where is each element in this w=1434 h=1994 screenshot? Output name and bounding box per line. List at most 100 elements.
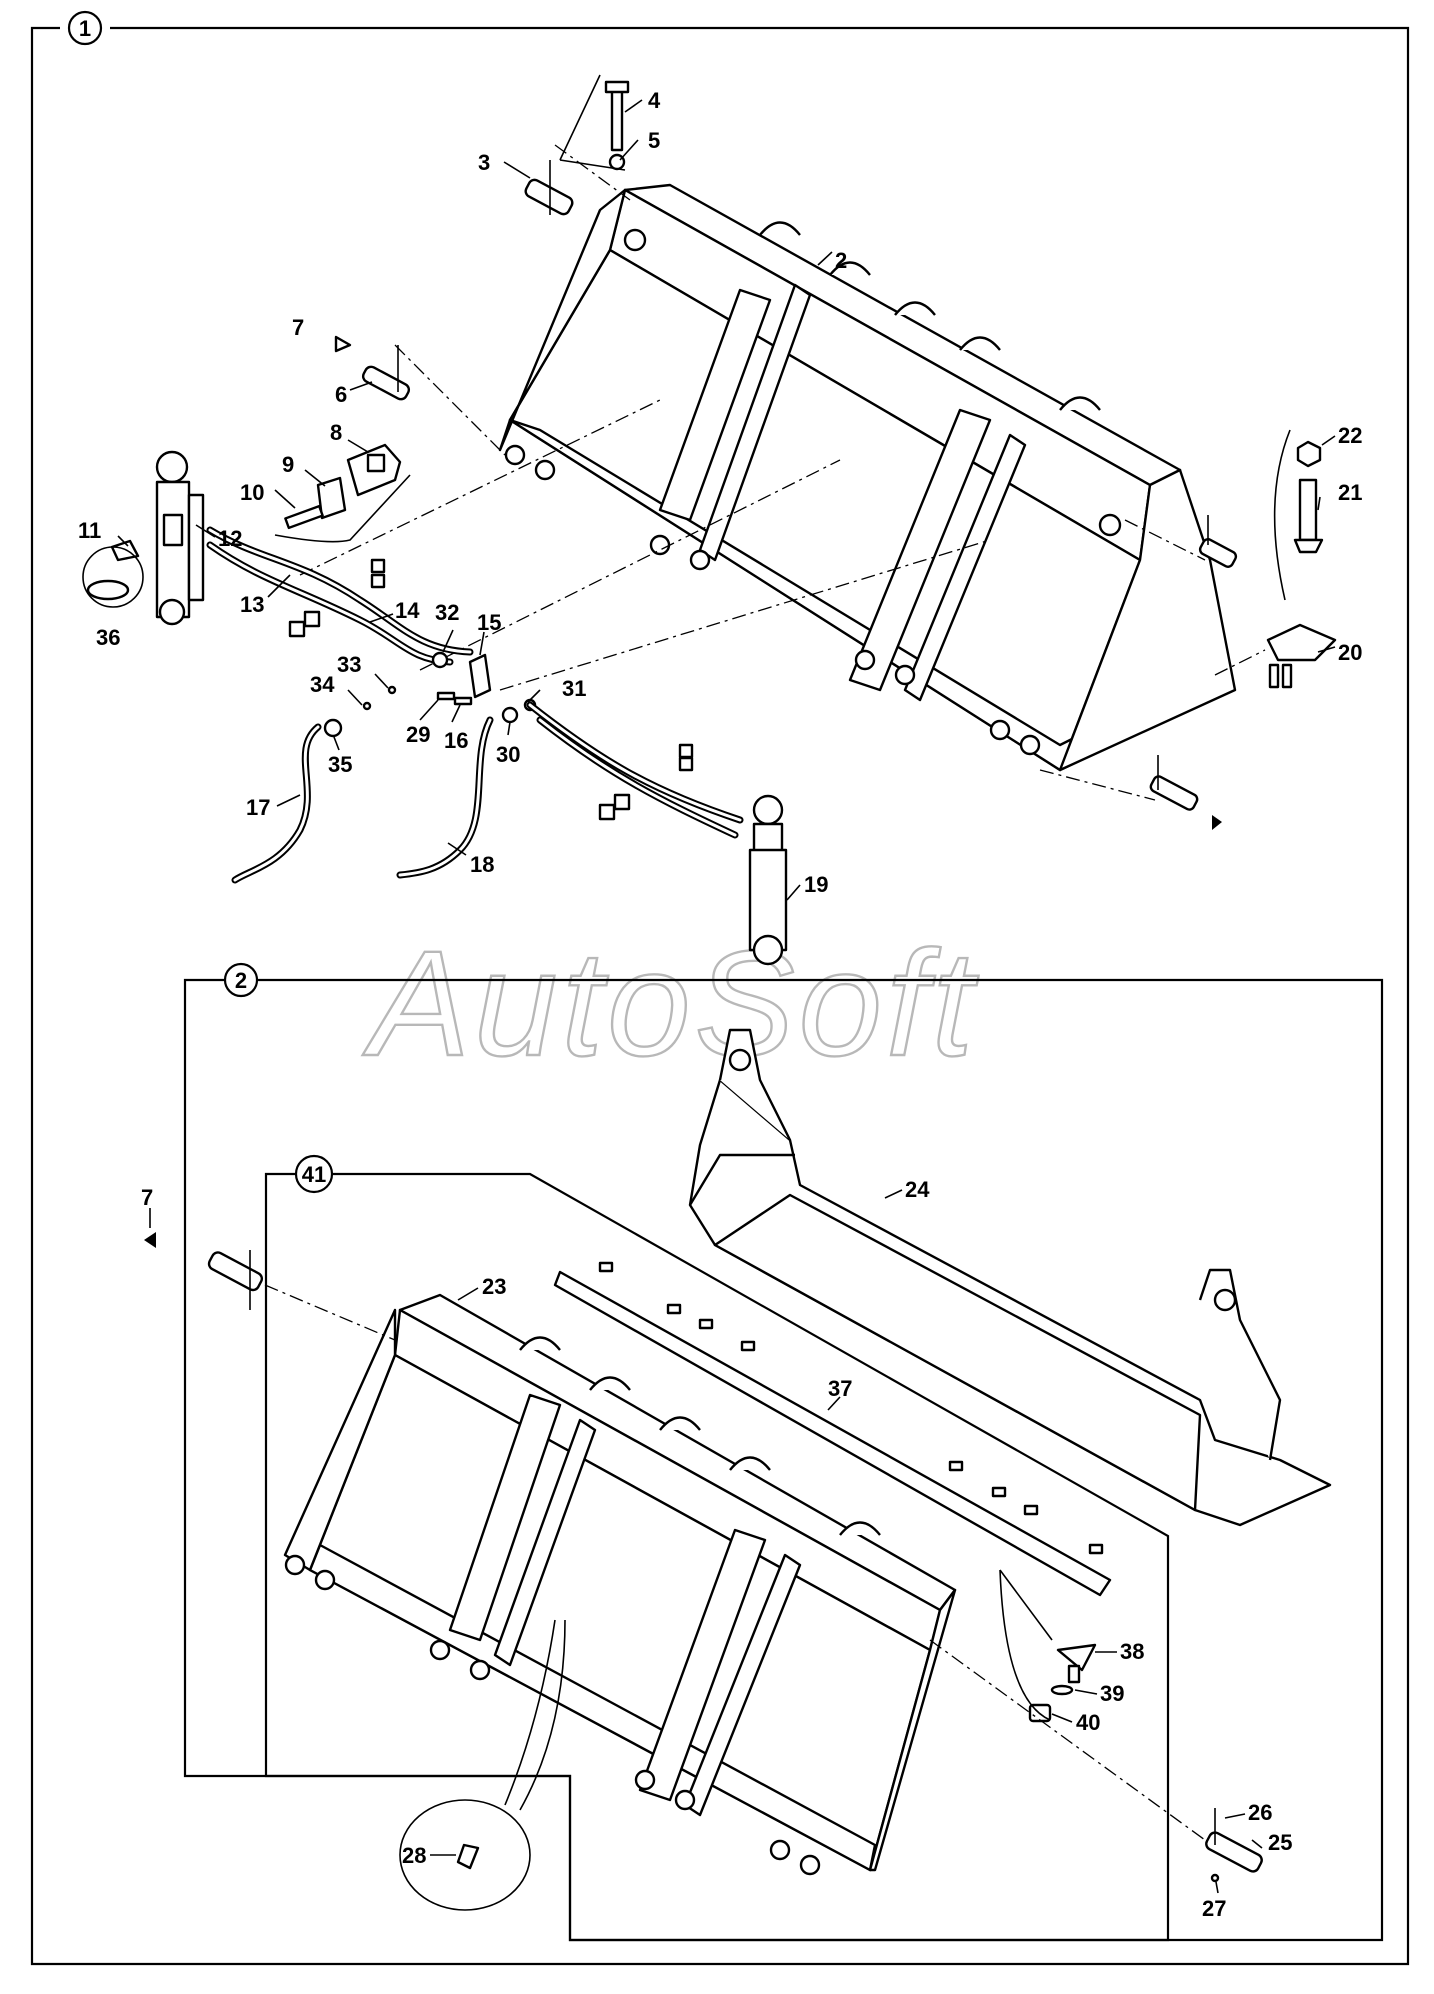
part-6-pin [361,345,411,401]
callout-22[interactable]: 22 [1338,423,1362,448]
part-21-bolt [1293,478,1324,554]
callout-4[interactable]: 4 [648,88,661,113]
callout-27[interactable]: 27 [1202,1896,1226,1921]
alignment-line-8 [1214,649,1266,676]
part-18-hose [396,716,494,879]
callout-29[interactable]: 29 [406,722,430,747]
part-24-bucket [688,1028,1332,1527]
alignment-line-9 [929,1639,1206,1841]
alignment-line-6 [1124,519,1206,561]
callout-34[interactable]: 34 [310,672,335,697]
callout-28[interactable]: 28 [402,1843,426,1868]
assembly-1-number: 1 [79,16,91,41]
part-19-cylinder [748,794,788,966]
leader-lines [117,99,1336,1894]
assembly-41-marker[interactable]: 41 [294,1154,334,1194]
part-7-marker-top [334,335,352,353]
part-27-washer [1210,1873,1220,1883]
callout-17[interactable]: 17 [246,795,270,820]
callout-25[interactable]: 25 [1268,1830,1292,1855]
detail-bracket-8-10 [274,474,411,543]
watermark-text: AutoSoft [362,919,979,1087]
callout-13[interactable]: 13 [240,592,264,617]
alignment-line-1 [394,344,506,456]
callout-2[interactable]: 2 [835,248,847,273]
callout-labels: 2 3 4 5 6 7 8 9 10 11 12 13 14 15 16 17 … [78,88,1362,1921]
callout-19[interactable]: 19 [804,872,828,897]
assembly-2-marker[interactable]: 2 [223,962,259,998]
part-38-bolt [1056,1643,1097,1684]
callout-26[interactable]: 26 [1248,1800,1272,1825]
callout-33[interactable]: 33 [337,652,361,677]
part-15-block [468,653,492,699]
part-20-tooth [1266,623,1337,689]
right-pin-upper [1198,515,1238,568]
detail-bracket-4-5 [559,74,626,171]
callout-15[interactable]: 15 [477,610,501,635]
part-30-fitting [501,706,519,724]
callout-40[interactable]: 40 [1076,1710,1100,1735]
part-2-bucket [498,183,1237,772]
part-32-fitting [431,651,449,669]
right-pin-lower [1149,755,1222,830]
alignment-line-3 [299,399,661,576]
part-28-detail [399,1619,566,1911]
assembly-1-frame [30,26,1410,1966]
callout-12[interactable]: 12 [218,526,242,551]
part-29-bolt [436,691,456,701]
callout-31[interactable]: 31 [562,676,586,701]
callout-16[interactable]: 16 [444,728,468,753]
callout-32[interactable]: 32 [435,600,459,625]
callout-37[interactable]: 37 [828,1376,852,1401]
assembly-2-number: 2 [235,968,247,993]
alignment-line-4 [419,459,841,671]
callout-20[interactable]: 20 [1338,640,1362,665]
part-37-cutting-edge [553,1261,1112,1597]
part-3-pin [524,160,574,216]
part-4-bolt [604,80,630,152]
part-36-ring [82,546,144,608]
assembly-41-frame [264,1172,1170,1942]
callout-21[interactable]: 21 [1338,480,1362,505]
part-8-clamp [346,443,402,497]
part-13-14-hoses [206,526,474,666]
assembly-1-marker[interactable]: 1 [67,10,103,46]
alignment-line-5 [499,539,991,691]
part-31-hose-line [526,701,744,839]
part-12-cylinder [155,450,205,626]
part-10-screw [284,504,324,530]
callout-6[interactable]: 6 [335,382,347,407]
callout-8[interactable]: 8 [330,420,342,445]
callout-9[interactable]: 9 [282,452,294,477]
callout-24[interactable]: 24 [905,1177,930,1202]
part-23-bucket [283,1293,957,1876]
part-34-washer [362,701,372,711]
callout-39[interactable]: 39 [1100,1681,1124,1706]
part-16-bolt [453,696,473,706]
part-25-pin [1205,1831,1263,1873]
left-pin-7 [144,1232,264,1310]
detail-bracket-20-22 [1273,429,1291,601]
callout-5[interactable]: 5 [648,128,660,153]
part-33-washer [387,685,397,695]
callout-11[interactable]: 11 [78,518,101,543]
callout-23[interactable]: 23 [482,1274,506,1299]
callout-3[interactable]: 3 [478,150,490,175]
alignment-line-7 [1039,769,1156,801]
callout-14[interactable]: 14 [395,598,420,623]
callout-10[interactable]: 10 [240,480,264,505]
callout-30[interactable]: 30 [496,742,520,767]
alignment-line-2 [554,144,631,201]
part-17-hose [231,723,322,884]
callout-38[interactable]: 38 [1120,1639,1144,1664]
callout-18[interactable]: 18 [470,852,494,877]
callout-7-left[interactable]: 7 [141,1185,153,1210]
alignment-line-10 [264,1284,396,1341]
assembly-41-number: 41 [302,1162,326,1187]
callout-36[interactable]: 36 [96,625,120,650]
part-22-nut [1296,440,1322,468]
callout-7-top[interactable]: 7 [292,315,304,340]
detail-bracket-38-40 [999,1569,1053,1721]
callout-35[interactable]: 35 [328,752,352,777]
